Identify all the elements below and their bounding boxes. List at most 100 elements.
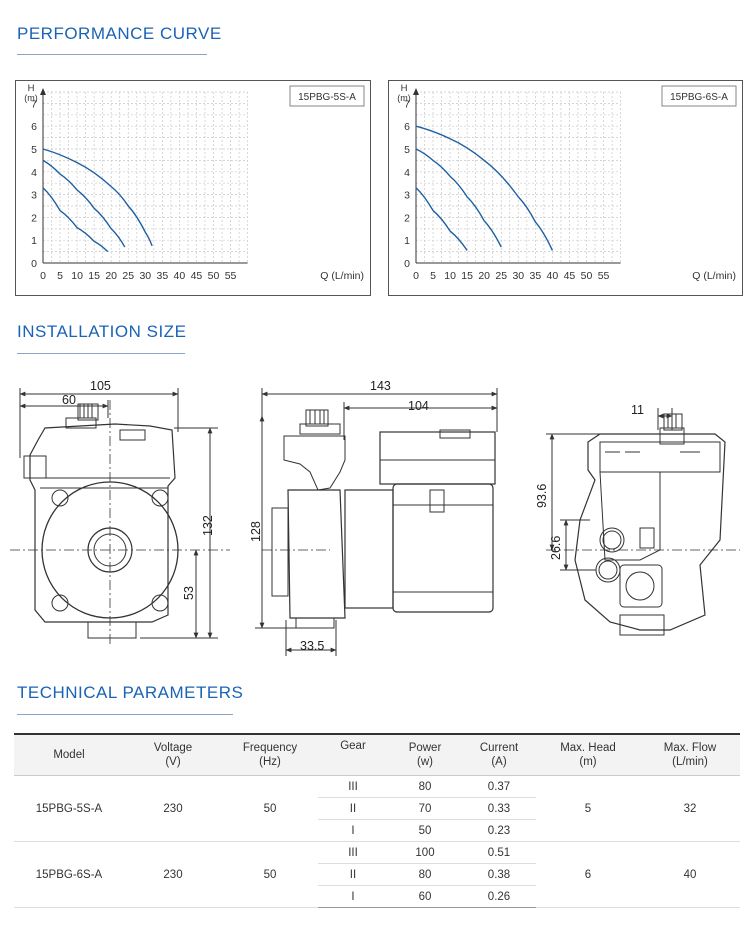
x-tick-label: 10 xyxy=(444,270,456,282)
cell-power: 50 xyxy=(388,819,462,842)
dim-rear-axis: 26.6 xyxy=(549,536,563,560)
x-tick-label: 20 xyxy=(105,270,117,282)
cell-max-flow: 32 xyxy=(640,775,740,842)
table-row: 15PBG-6S-A 230 50 III 100 0.51 6 40 xyxy=(14,841,740,908)
dim-rear-top: 11 xyxy=(631,403,644,417)
front-view-drawing xyxy=(10,388,230,645)
rear-view-drawing xyxy=(546,408,740,636)
x-tick-label: 45 xyxy=(191,270,203,282)
model-label: 15PBG-5S-A xyxy=(298,92,356,103)
y-axis-unit: (m) xyxy=(397,93,411,103)
cell-max-head: 5 xyxy=(536,775,640,842)
x-tick-label: 50 xyxy=(581,270,593,282)
dim-rear-height: 93.6 xyxy=(535,484,549,508)
cell-gear: I xyxy=(318,885,388,908)
model-label: 15PBG-6S-A xyxy=(670,92,728,103)
x-tick-label: 30 xyxy=(512,270,524,282)
dim-side-motor: 104 xyxy=(408,399,429,413)
dim-side-total: 143 xyxy=(370,379,391,393)
y-axis-label: H xyxy=(28,83,35,94)
x-tick-label: 5 xyxy=(430,270,436,282)
y-tick-label: 5 xyxy=(31,144,37,156)
y-tick-label: 4 xyxy=(31,167,37,179)
x-tick-label: 35 xyxy=(157,270,169,282)
performance-curve xyxy=(415,187,468,251)
cell-power: 80 xyxy=(388,863,462,886)
x-tick-label: 40 xyxy=(547,270,559,282)
section-rule xyxy=(17,714,233,715)
header-max-head: Max. Head(m) xyxy=(536,733,640,776)
x-tick-label: 40 xyxy=(174,270,186,282)
x-axis-label: Q (L/min) xyxy=(320,270,364,282)
dim-side-base: 33.5 xyxy=(300,639,324,653)
cell-current: 0.26 xyxy=(462,885,536,908)
x-tick-label: 55 xyxy=(598,270,610,282)
y-tick-label: 5 xyxy=(404,144,410,156)
header-power: Power(w) xyxy=(388,733,462,776)
cell-gear: III xyxy=(318,841,388,864)
section-rule xyxy=(17,54,207,55)
cell-max-flow: 40 xyxy=(640,841,740,908)
model-label-box xyxy=(289,85,365,107)
y-tick-label: 2 xyxy=(404,212,410,224)
x-tick-label: 35 xyxy=(530,270,542,282)
header-model: Model xyxy=(14,733,124,776)
performance-curve xyxy=(42,159,126,248)
cell-current: 0.37 xyxy=(462,775,536,798)
table-header-row: Model Voltage(V) Frequency(Hz) Gear Powe… xyxy=(14,733,740,776)
cell-model: 15PBG-5S-A xyxy=(14,775,124,842)
y-tick-label: 1 xyxy=(31,235,37,247)
cell-power: 60 xyxy=(388,885,462,908)
x-tick-label: 25 xyxy=(495,270,507,282)
cell-gear: II xyxy=(318,863,388,886)
dim-front-width: 105 xyxy=(90,379,111,393)
dim-front-inner: 60 xyxy=(62,393,76,407)
cell-current: 0.38 xyxy=(462,863,536,886)
y-tick-label: 3 xyxy=(31,190,37,202)
installation-drawings: 105 60 132 53 143 104 128 33.5 11 93.6 2… xyxy=(10,379,740,656)
y-tick-label: 1 xyxy=(404,235,410,247)
cell-max-head: 6 xyxy=(536,841,640,908)
table-row: II 80 0.38 xyxy=(14,863,740,886)
y-axis-arrow xyxy=(413,88,419,95)
cell-current: 0.51 xyxy=(462,841,536,864)
performance-curve xyxy=(42,148,153,247)
performance-curve xyxy=(415,125,554,251)
y-tick-label: 7 xyxy=(31,98,37,110)
x-tick-label: 30 xyxy=(139,270,151,282)
section-title-technical: TECHNICAL PARAMETERS xyxy=(17,683,244,702)
model-label-box xyxy=(661,85,737,107)
cell-gear: I xyxy=(318,819,388,842)
header-current: Current(A) xyxy=(462,733,536,776)
cell-frequency: 50 xyxy=(222,841,318,908)
parameters-table: Model Voltage(V) Frequency(Hz) Gear Powe… xyxy=(14,733,740,908)
cell-power: 100 xyxy=(388,841,462,864)
cell-gear: III xyxy=(318,775,388,798)
y-tick-label: 6 xyxy=(31,121,37,133)
cell-voltage: 230 xyxy=(124,775,222,842)
cell-power: 70 xyxy=(388,797,462,820)
section-title-installation: INSTALLATION SIZE xyxy=(17,322,187,341)
performance-curve xyxy=(42,187,109,253)
y-tick-label: 4 xyxy=(404,167,410,179)
y-tick-label: 0 xyxy=(404,258,410,270)
cell-gear: II xyxy=(318,797,388,820)
y-tick-label: 7 xyxy=(404,98,410,110)
side-view-drawing xyxy=(255,388,498,656)
x-tick-label: 55 xyxy=(225,270,237,282)
x-tick-label: 20 xyxy=(478,270,490,282)
section-rule xyxy=(17,353,185,354)
dim-front-height: 132 xyxy=(201,515,215,536)
section-title-performance: PERFORMANCE CURVE xyxy=(17,24,222,43)
dim-front-axis: 53 xyxy=(182,586,196,600)
x-axis-label: Q (L/min) xyxy=(692,270,736,282)
x-tick-label: 25 xyxy=(122,270,134,282)
performance-curve xyxy=(415,148,502,248)
header-gear: Gear xyxy=(318,733,388,776)
x-tick-label: 5 xyxy=(57,270,63,282)
cell-model: 15PBG-6S-A xyxy=(14,841,124,908)
y-tick-label: 3 xyxy=(404,190,410,202)
y-axis-arrow xyxy=(40,88,46,95)
